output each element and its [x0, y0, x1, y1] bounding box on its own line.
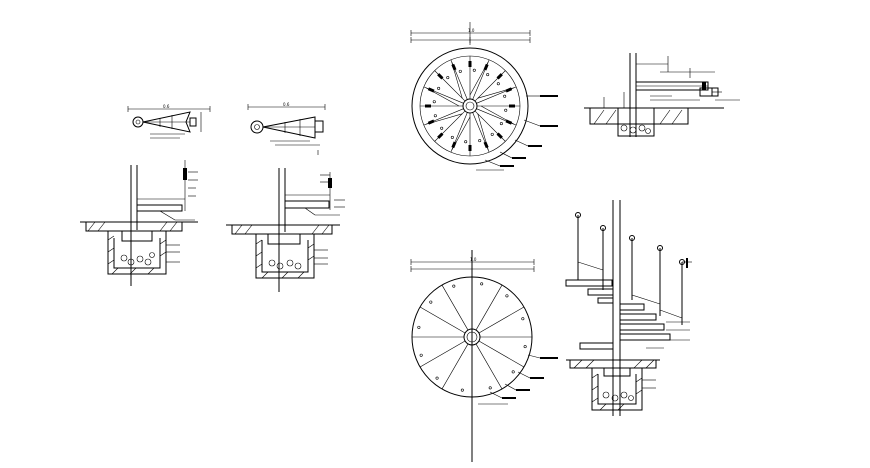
tread-bracket — [437, 132, 444, 139]
bolt-mark — [511, 370, 515, 374]
tread-detail-section — [584, 53, 740, 137]
bolt-mark — [503, 94, 507, 98]
bolt-mark — [523, 345, 527, 349]
bolt-mark — [437, 86, 441, 90]
tread-edge — [477, 113, 489, 151]
tread-bracket — [425, 104, 431, 108]
dim-label: 0.6 — [283, 102, 290, 107]
bolt-mark — [490, 132, 494, 136]
tread-edge — [451, 61, 463, 99]
bolt-mark — [504, 108, 508, 112]
bolt-mark — [486, 73, 490, 77]
spiral-stair-elevation — [565, 200, 692, 416]
bolt-mark — [464, 140, 468, 144]
tread-bracket — [496, 132, 503, 139]
stair-section-left — [80, 160, 198, 286]
bolt-mark — [460, 388, 464, 392]
tread-edge — [425, 113, 463, 125]
spiral-stair-plan-bottom: 1.0 — [410, 250, 558, 462]
tread-bracket — [437, 73, 444, 80]
dim-label: 1.0 — [470, 257, 477, 262]
tread-line — [441, 343, 469, 390]
tread-edge — [451, 116, 471, 151]
tread-bracket — [483, 63, 489, 71]
tread-bracket — [427, 87, 435, 93]
tread-edge — [477, 87, 515, 99]
tread-bracket — [468, 61, 472, 67]
tread-line — [419, 306, 466, 334]
bolt-mark — [435, 376, 439, 380]
bolt-mark — [432, 100, 436, 104]
bolt-mark — [499, 122, 503, 126]
tread-line — [475, 343, 503, 390]
bolt-mark — [496, 82, 500, 86]
bolt-mark — [450, 135, 454, 139]
bolt-mark — [446, 76, 450, 80]
tread-line — [478, 340, 525, 368]
bolt-mark — [521, 317, 525, 321]
bolt-mark — [417, 325, 421, 329]
tread-bracket — [468, 145, 472, 151]
stair-plan-small-left: 0.6 — [127, 104, 211, 139]
dim-label: 0.6 — [163, 104, 170, 109]
bolt-mark — [458, 69, 462, 73]
bolt-mark — [440, 126, 444, 130]
bolt-mark — [480, 282, 484, 286]
spiral-stair-plan-top: 1.0 — [410, 22, 558, 171]
tread-line — [441, 284, 469, 331]
bolt-mark — [419, 353, 423, 357]
tread-edge — [480, 105, 515, 125]
stair-section-right — [226, 168, 345, 292]
tread-line — [478, 306, 525, 334]
stair-plan-small-right: 0.6 — [247, 102, 326, 155]
bolt-mark — [452, 284, 456, 288]
dim-label: 1.0 — [468, 28, 475, 33]
tread-bracket — [509, 104, 515, 108]
bolt-mark — [429, 300, 433, 304]
bolt-mark — [433, 114, 437, 118]
tread-edge — [425, 87, 460, 107]
tread-bracket — [496, 73, 503, 80]
tread-line — [475, 284, 503, 331]
tread-edge — [469, 61, 489, 96]
bolt-mark — [488, 386, 492, 390]
tread-line — [419, 340, 466, 368]
bolt-mark — [472, 68, 476, 72]
bolt-mark — [505, 294, 509, 298]
bolt-mark — [478, 139, 482, 143]
tread-bracket — [451, 141, 457, 149]
tread-bracket — [505, 119, 513, 125]
